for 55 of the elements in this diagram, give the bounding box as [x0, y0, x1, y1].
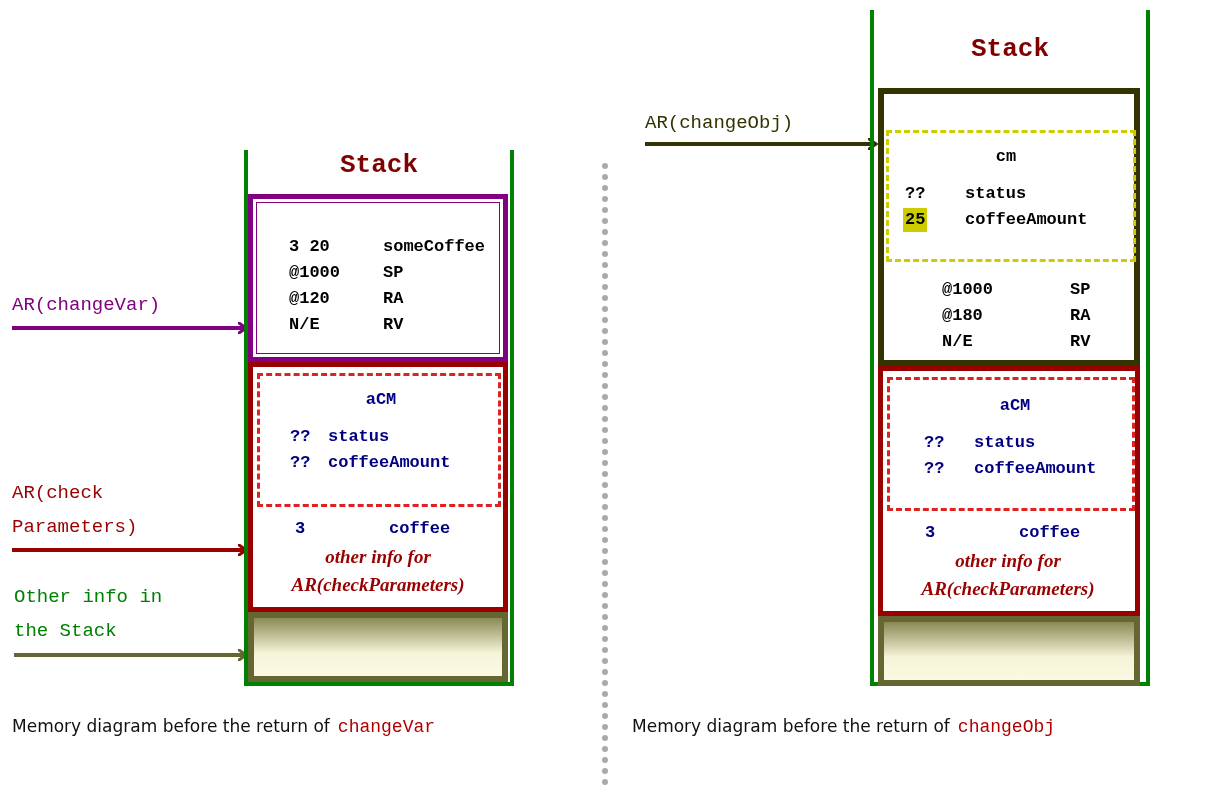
activation-record-box	[878, 366, 1140, 616]
cell-value: N/E	[288, 314, 321, 336]
cell-value: @1000	[288, 262, 341, 284]
object-name: cm	[995, 147, 1018, 166]
arrow	[645, 137, 878, 151]
object-box	[257, 373, 501, 507]
frame-label: AR(changeVar)	[12, 293, 162, 318]
stack-title: Stack	[971, 34, 1049, 64]
variable-name: SP	[383, 262, 404, 284]
cell-value: N/E	[941, 331, 974, 353]
cell-value: 3	[294, 518, 307, 540]
cell-value: @120	[288, 288, 331, 310]
object-name: aCM	[999, 396, 1032, 415]
frame-label: AR(changeObj)	[645, 111, 795, 136]
activation-record-box	[248, 194, 508, 362]
variable-name: RV	[383, 314, 404, 336]
cell-value: 3 20	[288, 236, 331, 258]
object-box	[887, 377, 1135, 511]
note-text: other info for AR(checkParameters)	[289, 545, 466, 597]
activation-record-box	[878, 88, 1140, 366]
object-name: aCM	[365, 390, 398, 409]
variable-name: status	[328, 426, 390, 448]
variable-name: SP	[1070, 279, 1091, 301]
caption: Memory diagram before the return of	[12, 716, 330, 736]
function-name: changeObj	[957, 717, 1056, 737]
variable-name: coffee	[1019, 522, 1081, 544]
variable-name: RV	[1070, 331, 1091, 353]
variable-name: RA	[1070, 305, 1091, 327]
object-box	[886, 130, 1136, 262]
variable-name: status	[974, 432, 1036, 454]
variable-name: status	[965, 183, 1027, 205]
cell-value: 3	[924, 522, 937, 544]
cell-value: ??	[904, 183, 927, 205]
variable-name: coffeeAmount	[965, 209, 1088, 231]
note-text: other info for AR(checkParameters)	[919, 549, 1096, 601]
cell-value: ??	[289, 426, 312, 448]
variable-name: RA	[383, 288, 404, 310]
activation-record-box	[248, 362, 508, 612]
variable-name: someCoffee	[383, 236, 486, 258]
cell-value: ??	[923, 458, 946, 480]
stack-base-box	[248, 612, 508, 682]
function-name: changeVar	[337, 717, 436, 737]
frame-label: Other info in the Stack	[14, 585, 164, 644]
caption: Memory diagram before the return of	[632, 716, 950, 736]
cell-value: @180	[941, 305, 984, 327]
variable-name: coffeeAmount	[328, 452, 451, 474]
frame-label: AR(check Parameters)	[12, 481, 139, 540]
stack-title: Stack	[340, 150, 418, 180]
stack-base-box	[878, 616, 1140, 686]
variable-name: coffeeAmount	[974, 458, 1097, 480]
highlighted-value: 25	[903, 208, 928, 232]
cell-value: ??	[923, 432, 946, 454]
cell-value: ??	[289, 452, 312, 474]
variable-name: coffee	[389, 518, 451, 540]
cell-value: @1000	[941, 279, 994, 301]
